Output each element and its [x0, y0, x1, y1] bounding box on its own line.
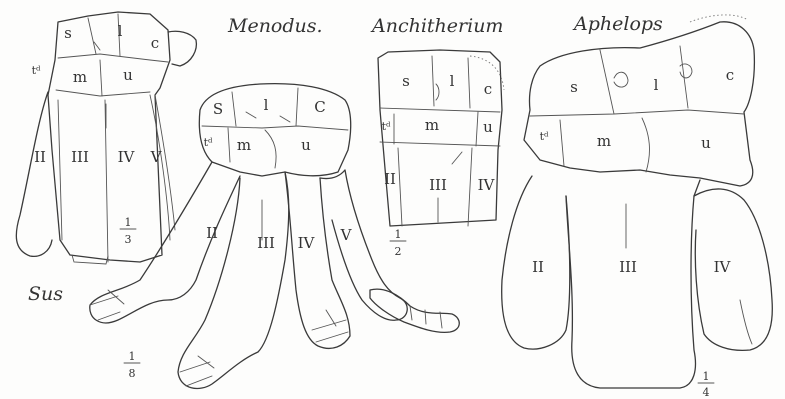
label-unciform: u — [483, 118, 493, 136]
label-cuneiform: C — [314, 98, 325, 116]
label-digit-3: III — [257, 234, 275, 252]
label-lunar: l — [118, 22, 123, 40]
label-digit-2: II — [34, 148, 46, 166]
label-trapezium: tᵈ — [382, 120, 391, 133]
label-trapezium: tᵈ — [32, 64, 41, 77]
aphelops-labels: s l c tᵈ m u II III IV 1 4 Aphelops — [532, 13, 734, 399]
label-scaphoid: s — [402, 72, 410, 90]
label-digit-4: IV — [298, 234, 316, 252]
label-trapezium: tᵈ — [540, 130, 549, 143]
label-digit-3: III — [619, 258, 637, 276]
label-digit-2: II — [206, 224, 218, 242]
label-magnum: m — [73, 68, 87, 86]
label-unciform: u — [701, 134, 711, 152]
label-cuneiform: c — [151, 34, 159, 52]
sus-labels: s l c tᵈ m u II III IV V 1 3 Sus — [28, 22, 163, 305]
label-digit-5: V — [340, 226, 353, 244]
anchitherium-title: Anchitherium — [370, 15, 503, 37]
aphelops-title: Aphelops — [572, 13, 663, 35]
menodus-foot — [90, 84, 407, 389]
label-scaphoid: s — [570, 78, 578, 96]
label-digit-5: V — [150, 148, 163, 166]
label-magnum: m — [237, 136, 251, 154]
label-magnum: m — [425, 116, 439, 134]
menodus-scale-numerator: 1 — [129, 350, 136, 363]
label-digit-3: III — [71, 148, 89, 166]
menodus-scale-denominator: 8 — [129, 367, 136, 380]
label-unciform: u — [301, 136, 311, 154]
label-unciform: u — [123, 66, 133, 84]
label-magnum: m — [597, 132, 611, 150]
label-cuneiform: c — [726, 66, 734, 84]
label-lunar: l — [654, 76, 659, 94]
anchitherium-scale-numerator: 1 — [395, 228, 402, 241]
label-digit-2: II — [384, 170, 396, 188]
label-digit-4: IV — [118, 148, 136, 166]
label-digit-3: III — [429, 176, 447, 194]
aphelops-scale-numerator: 1 — [703, 370, 710, 383]
sus-scale-numerator: 1 — [125, 216, 132, 229]
label-scaphoid: s — [64, 24, 72, 42]
label-trapezium: tᵈ — [204, 136, 213, 149]
sus-title: Sus — [28, 283, 63, 305]
anchitherium-scale-denominator: 2 — [395, 245, 402, 258]
label-lunar: l — [264, 96, 269, 114]
label-cuneiform: c — [484, 80, 492, 98]
sus-foot — [16, 12, 196, 264]
aphelops-scale-denominator: 4 — [703, 386, 710, 399]
sus-scale-denominator: 3 — [125, 233, 132, 246]
menodus-title: Menodus. — [227, 15, 323, 37]
label-scaphoid: S — [213, 100, 223, 118]
label-lunar: l — [450, 72, 455, 90]
label-digit-4: IV — [714, 258, 732, 276]
label-digit-4: IV — [478, 176, 496, 194]
label-digit-2: II — [532, 258, 544, 276]
